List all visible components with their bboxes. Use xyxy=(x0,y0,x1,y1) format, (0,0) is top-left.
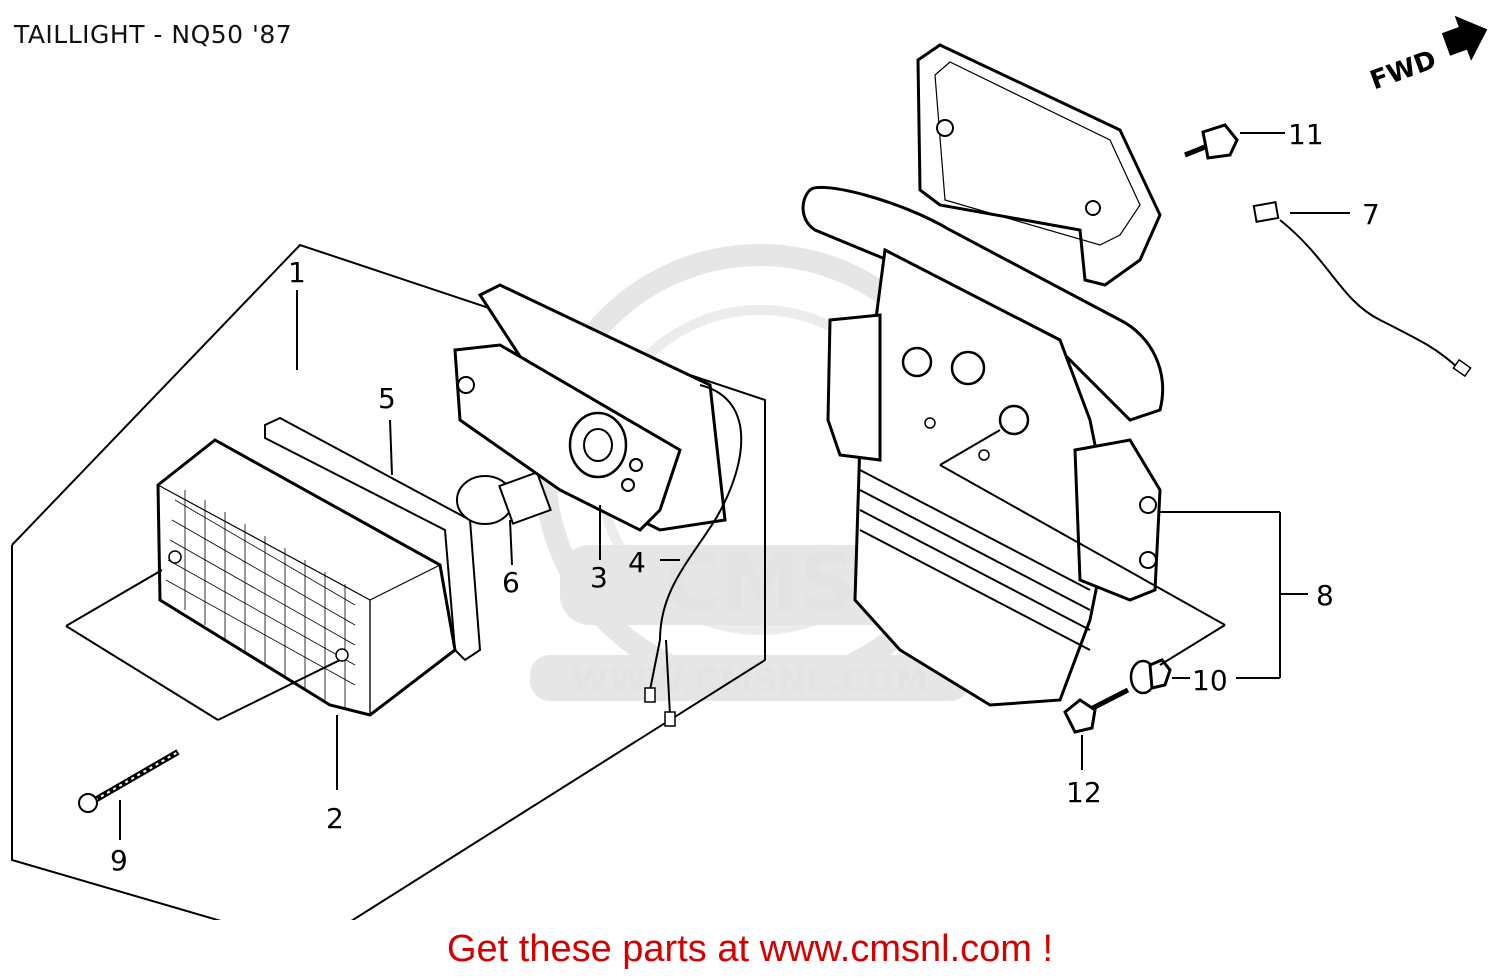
lamp-housing xyxy=(453,283,727,532)
callout-2: 2 xyxy=(326,802,344,835)
callout-5: 5 xyxy=(378,382,396,415)
fwd-label: FWD xyxy=(1366,45,1440,96)
washer xyxy=(1129,658,1190,695)
callout-11: 11 xyxy=(1288,118,1324,151)
callout-10: 10 xyxy=(1192,664,1228,697)
license-bracket xyxy=(801,43,1165,707)
callout-1: 1 xyxy=(288,256,306,289)
page-title: TAILLIGHT - NQ50 '87 xyxy=(14,20,293,49)
bolt-upper xyxy=(1184,123,1285,160)
callout-6: 6 xyxy=(502,566,520,599)
taillight-assembly-outline xyxy=(11,243,766,920)
bulb xyxy=(456,471,552,525)
callout-labels: 1 2 3 4 5 6 7 8 9 10 11 12 xyxy=(110,118,1380,877)
forward-direction-indicator: FWD xyxy=(1366,15,1488,96)
callout-8: 8 xyxy=(1316,579,1334,612)
watermark-url: WWW.CMSNL.COM xyxy=(572,661,929,701)
leader-lines xyxy=(65,290,1308,840)
callout-4: 4 xyxy=(628,546,646,579)
lens-screw xyxy=(78,749,180,813)
callout-3: 3 xyxy=(590,561,608,594)
watermark-brand: CMS xyxy=(664,539,855,629)
callout-12: 12 xyxy=(1066,776,1102,809)
bolt-lower xyxy=(1063,687,1130,770)
ground-wire xyxy=(1252,201,1472,378)
callout-7: 7 xyxy=(1362,198,1380,231)
footer-promo: Get these parts at www.cmsnl.com ! xyxy=(446,928,1054,970)
taillight-lens xyxy=(156,438,457,717)
lens-gasket xyxy=(264,416,482,662)
callout-9: 9 xyxy=(110,844,128,877)
wire-harness xyxy=(644,384,743,727)
parts-diagram: CMS WWW.CMSNL.COM FWD xyxy=(11,15,1488,920)
